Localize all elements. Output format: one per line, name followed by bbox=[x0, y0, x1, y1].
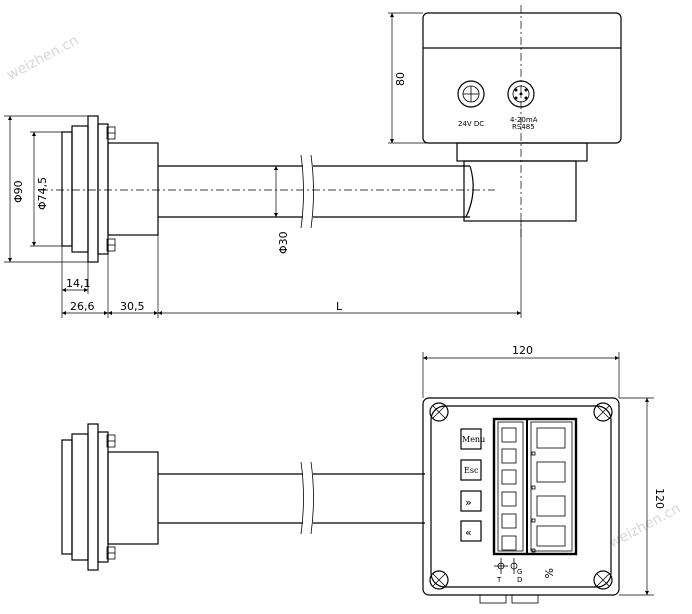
housing-top: 24V DC 4-20mA RS485 bbox=[422, 5, 622, 240]
corner-screw-tl bbox=[429, 402, 449, 422]
esc-button-label: Esc bbox=[464, 466, 479, 475]
dim-length: L bbox=[336, 300, 343, 313]
prev-button-label: « bbox=[465, 526, 472, 539]
connector-label-4-20ma: 4-20mA bbox=[510, 116, 538, 124]
bottom-view: Menu Esc » « bbox=[61, 344, 666, 604]
percent-label: % bbox=[542, 568, 555, 578]
menu-button-label: Menu bbox=[462, 435, 485, 444]
prev-button[interactable] bbox=[460, 520, 482, 542]
terminal-label-g: G bbox=[517, 568, 522, 576]
esc-button[interactable] bbox=[460, 459, 482, 481]
tube-bottom bbox=[158, 461, 425, 535]
corner-screw-tr bbox=[593, 402, 613, 422]
next-button-label: » bbox=[465, 496, 472, 509]
terminal-label-t: T bbox=[496, 576, 502, 584]
control-buttons: Menu Esc » « bbox=[460, 428, 485, 542]
dim-tube-diameter: Φ30 bbox=[277, 231, 290, 254]
terminal-label-d: D bbox=[517, 576, 522, 584]
bottom-dimensions: 120 120 bbox=[422, 344, 666, 596]
corner-screw-bl bbox=[429, 570, 449, 590]
housing-front bbox=[422, 397, 620, 604]
dim-height: 120 bbox=[653, 488, 666, 509]
tube-top bbox=[40, 154, 495, 229]
terminal-symbols: T G D % bbox=[494, 558, 555, 584]
watermark: weizhen.cn bbox=[4, 32, 81, 83]
dim-flange-inner: Φ74,5 bbox=[36, 177, 49, 210]
dim-width: 120 bbox=[512, 344, 533, 357]
flange-top bbox=[61, 115, 159, 263]
dim-housing-height: 80 bbox=[394, 72, 407, 86]
next-button[interactable] bbox=[460, 490, 482, 512]
top-view: 24V DC 4-20mA RS485 Φ90 Φ74,5 Φ30 80 bbox=[4, 5, 622, 318]
dim-flange-depth: 26,6 bbox=[70, 300, 95, 313]
top-dimensions: Φ90 Φ74,5 Φ30 80 14,1 26,6 bbox=[4, 12, 522, 318]
flange-bottom bbox=[61, 423, 159, 571]
menu-button[interactable] bbox=[460, 428, 482, 450]
connector-label-24v: 24V DC bbox=[458, 120, 484, 128]
terminal-blocks bbox=[492, 417, 578, 556]
dim-flange-thickness: 14,1 bbox=[66, 277, 91, 290]
watermark-2: weizhen.cn bbox=[606, 500, 683, 551]
connector-label-rs485: RS485 bbox=[512, 123, 535, 131]
dim-flange-outer: Φ90 bbox=[12, 180, 25, 203]
corner-screw-br bbox=[593, 570, 613, 590]
dim-neck-length: 30,5 bbox=[120, 300, 145, 313]
